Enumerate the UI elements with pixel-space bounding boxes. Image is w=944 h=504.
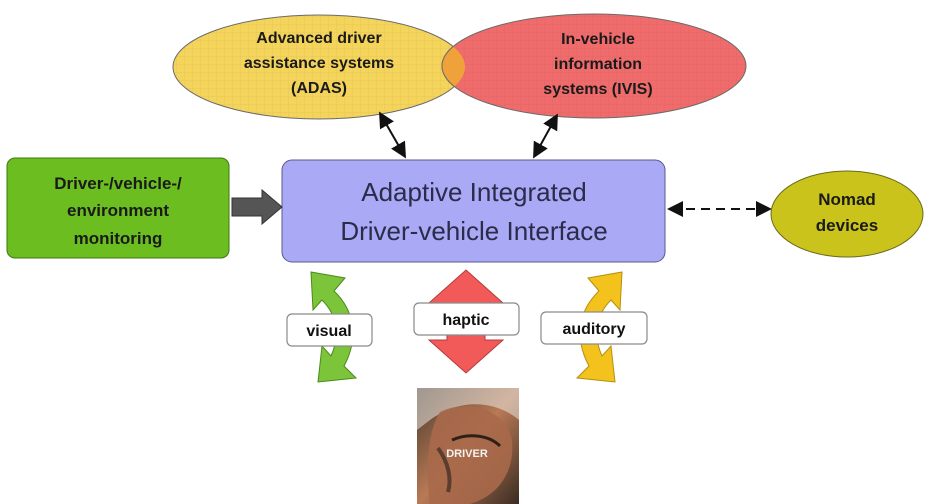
nomad-label-line2: devices [816,216,878,235]
monitoring-label-line1: Driver-/vehicle-/ [54,174,182,193]
haptic-label: haptic [442,312,489,329]
driver-caption: DRIVER [446,448,488,460]
monitoring-label-line2: environment [67,201,169,220]
nomad-label-line1: Nomad [818,190,876,209]
monitoring-label-line3: monitoring [74,229,163,248]
nomad-devices-ellipse [770,170,924,258]
auditory-label-tag: auditory [540,311,648,345]
visual-channel-arrow [310,271,358,383]
monitoring-to-interface-arrow [231,188,283,226]
haptic-label-tag: haptic [413,302,520,336]
adas-ellipse [172,14,466,120]
auditory-label: auditory [562,321,625,338]
adas-label-line3: (ADAS) [291,80,347,97]
ivis-label-line3: systems (IVIS) [543,81,652,98]
adas-ivis-overlap [441,15,465,119]
ivis-label-line1: In-vehicle [561,31,635,48]
ivis-label-line2: information [554,56,642,73]
main-interface-box [281,159,666,263]
main-label-line1: Adaptive Integrated [361,177,587,207]
adas-label-line1: Advanced driver [256,30,381,47]
monitoring-box [6,157,230,259]
adas-label-line2: assistance systems [244,55,394,72]
visual-label: visual [306,323,351,340]
main-label-line2: Driver-vehicle Interface [340,216,607,246]
ivis-connector-arrow [533,113,558,159]
visual-label-tag: visual [286,313,373,347]
adas-connector-arrow [379,111,406,159]
ivis-ellipse [441,13,747,119]
driver-portrait-image: DRIVER [417,388,519,504]
